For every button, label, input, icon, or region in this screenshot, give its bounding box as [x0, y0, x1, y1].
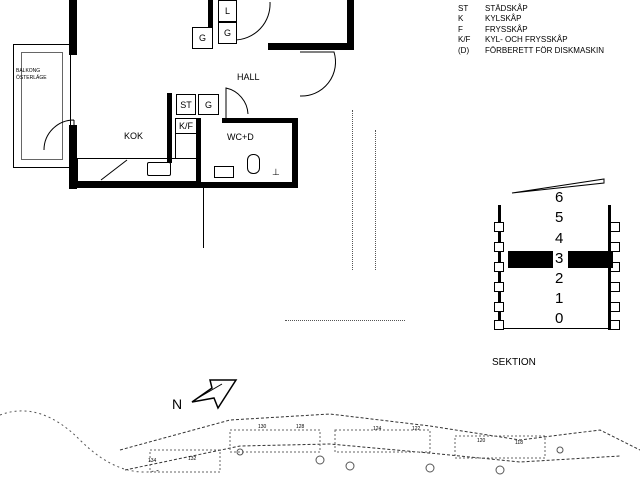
plan-number: 120	[477, 438, 486, 444]
fridge-kf: K/F	[175, 118, 197, 134]
wall-left-upper	[69, 0, 77, 55]
wall-right-upper	[347, 0, 354, 50]
wc-door-arc	[225, 87, 249, 118]
storage-st: ST	[176, 94, 196, 115]
plan-number: 124	[373, 426, 382, 432]
wc-label: WC+D	[227, 132, 254, 142]
floor-number-highlighted: 3	[555, 250, 564, 267]
drain-icon: ⊥	[272, 167, 280, 177]
wall-kitchen-left	[69, 125, 77, 189]
stove-icon	[100, 159, 128, 181]
section-balcony	[610, 242, 620, 252]
wc-toilet	[247, 154, 260, 174]
section-label: SEKTION	[492, 357, 536, 368]
kitchen-label: KOK	[124, 131, 144, 141]
closet-l: L	[218, 0, 237, 22]
site-outline	[0, 410, 640, 475]
section-balcony	[494, 242, 504, 252]
section-balcony	[610, 302, 620, 312]
section-ground	[495, 328, 620, 329]
legend-row: (D)FÖRBERETT FÖR DISKMASKIN	[458, 45, 604, 55]
floor-number: 0	[555, 310, 564, 327]
floor-plan: BALKONG ÖSTERLÄGE L G G HALL ST G K/F KO…	[0, 0, 405, 321]
plan-number: 130	[258, 424, 267, 430]
balcony-outline	[13, 44, 71, 168]
fridge-body	[175, 133, 197, 159]
balcony-inner	[21, 52, 63, 160]
dotted-base	[285, 320, 405, 321]
section-balcony	[494, 302, 504, 312]
wall-wc-top	[222, 118, 298, 123]
highlight-bar-left	[508, 251, 553, 268]
leader-line	[203, 188, 204, 248]
storage-g-hall: G	[198, 94, 219, 115]
plan-number: 118	[515, 440, 523, 446]
entrance-door-arc	[299, 51, 337, 97]
dotted-line-1	[352, 110, 353, 270]
kitchen-sink	[147, 162, 171, 176]
floor-number: 2	[555, 270, 564, 287]
closet-g-top: G	[218, 22, 237, 44]
section-balcony	[494, 262, 504, 272]
section-balcony	[494, 222, 504, 232]
floor-number: 5	[555, 209, 564, 226]
north-arrow-icon	[191, 379, 238, 410]
section-balcony	[494, 282, 504, 292]
highlight-bar-right	[568, 251, 613, 268]
section-balcony	[610, 222, 620, 232]
hall-label: HALL	[237, 72, 260, 82]
wall-right-lower	[292, 118, 298, 188]
floor-number: 6	[555, 189, 564, 206]
plan-number: 132	[188, 456, 197, 462]
section-roof	[511, 178, 605, 194]
dotted-line-2	[375, 130, 376, 270]
plan-number: 122	[412, 426, 421, 432]
section-balcony	[610, 320, 620, 330]
wall-top-hall	[268, 43, 354, 50]
section-balcony	[494, 320, 504, 330]
balcony-label: BALKONG ÖSTERLÄGE	[16, 68, 47, 81]
closet-g-left: G	[192, 27, 213, 49]
section-balcony	[610, 282, 620, 292]
floor-number: 1	[555, 290, 564, 307]
wall-closet	[208, 0, 213, 46]
wall-kitchen-top	[167, 93, 172, 163]
north-label: N	[172, 396, 183, 412]
kitchen-counter	[77, 158, 197, 182]
hall-door-arc	[233, 1, 271, 41]
section-drawing	[480, 170, 640, 340]
wall-bottom	[69, 182, 297, 188]
plan-number: 134	[148, 458, 157, 464]
wall-wc-left	[196, 118, 201, 182]
wc-sink	[214, 166, 234, 178]
balcony-door	[43, 119, 75, 152]
floor-number: 4	[555, 230, 564, 247]
plan-number: 128	[296, 424, 305, 430]
site-plan: N 130 128 124 122 120 118 134 132	[0, 370, 640, 479]
